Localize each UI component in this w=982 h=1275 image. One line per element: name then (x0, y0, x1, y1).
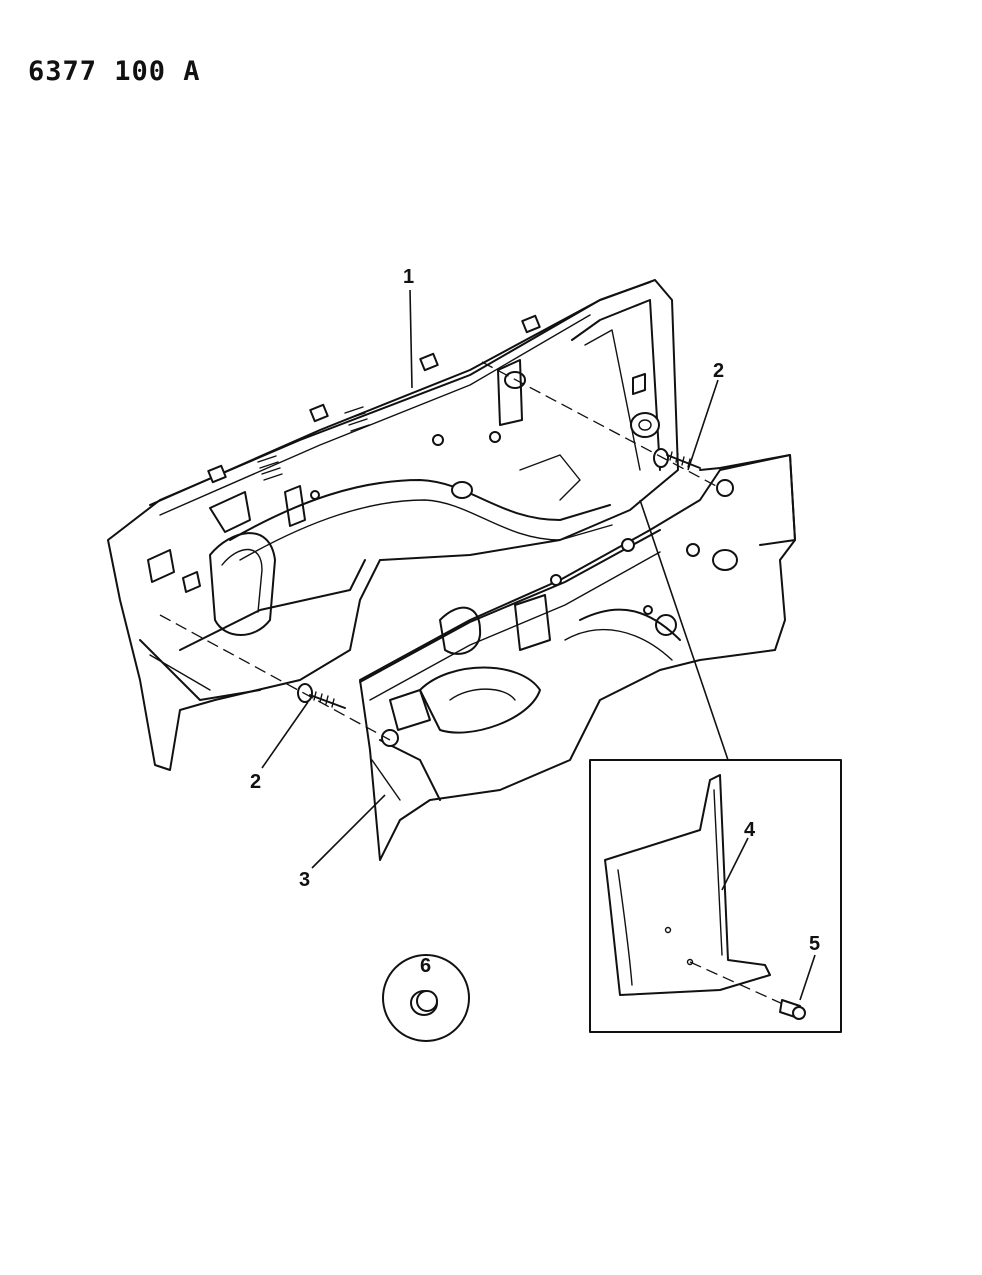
dash-panel (107, 279, 679, 771)
detail-inset-box (589, 759, 842, 1033)
callout-4: 4 (744, 819, 756, 841)
callout-3: 3 (299, 869, 310, 891)
leader-1 (409, 289, 413, 389)
leader-2-left (261, 701, 309, 769)
leader-3 (311, 794, 386, 869)
stud-fastener-right (653, 448, 701, 469)
diagram-part-number: 6377 100 A (28, 56, 201, 87)
stud-fastener-left (297, 683, 346, 709)
callout-1: 1 (403, 266, 414, 288)
dash-silencer (359, 454, 796, 861)
callout-5: 5 (809, 933, 820, 955)
leader-4 (721, 837, 749, 891)
alignment-line-left (159, 614, 391, 741)
callout-2-right: 2 (713, 360, 724, 382)
hole-plug (410, 990, 438, 1016)
trim-screw (779, 999, 806, 1020)
cowl-side-trim-panel (604, 774, 771, 996)
plug-detail-circle (382, 954, 470, 1042)
leader-5 (799, 954, 816, 1001)
leader-2-right (687, 379, 719, 471)
alignment-line-right (481, 361, 721, 489)
callout-2-left: 2 (250, 771, 261, 793)
callout-6: 6 (420, 955, 431, 977)
detail-leader-line (639, 499, 729, 761)
